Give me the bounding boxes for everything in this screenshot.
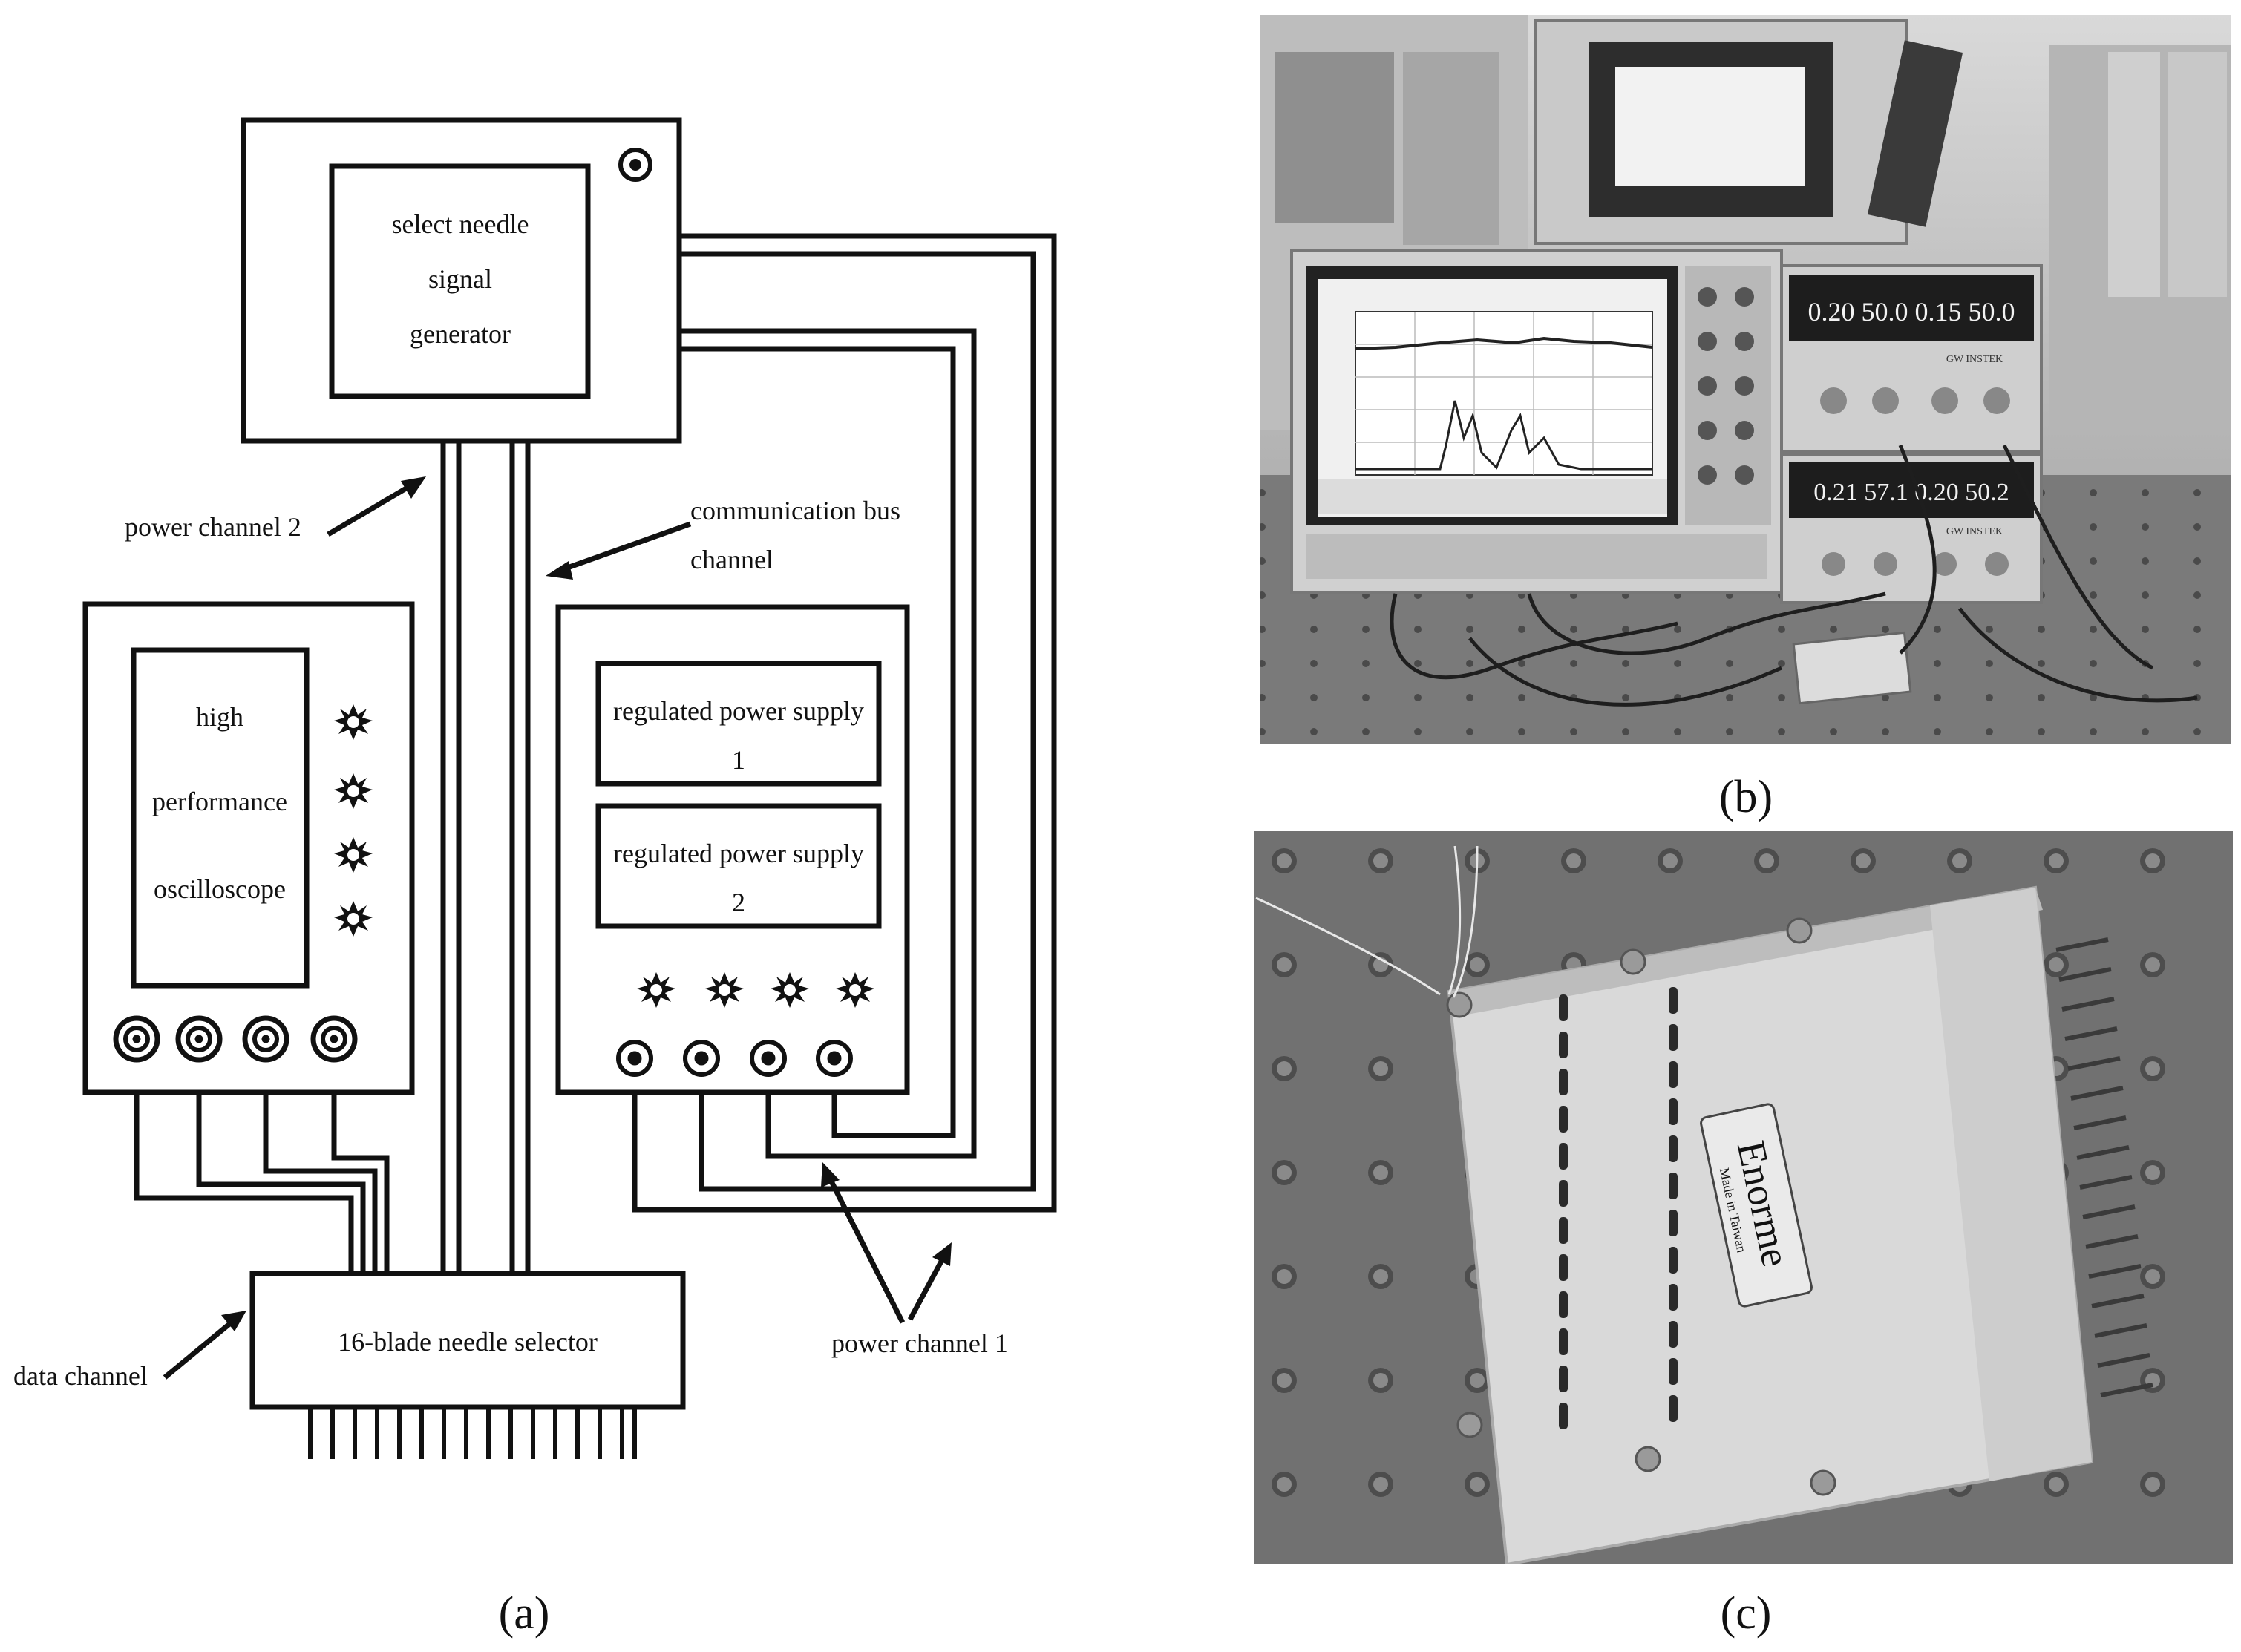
connector-icon (683, 1040, 720, 1077)
connector-icon (113, 1015, 160, 1063)
selector-pins (308, 1407, 637, 1459)
selector-box (249, 1271, 686, 1410)
oscilloscope-connectors (113, 1015, 358, 1063)
panel-label-a: (a) (499, 1588, 550, 1639)
psu-2-label-line1: regulated power supply (613, 839, 864, 868)
oscilloscope-photo (1290, 249, 1783, 594)
photo-b: 0.20 50.0 0.15 50.0 GW INSTEK 0.21 57.1 … (1260, 15, 2231, 744)
communication-bus-wires (440, 441, 531, 1274)
psu-connectors (616, 1040, 853, 1077)
data-channel-label: data channel (13, 1361, 148, 1391)
oscilloscope-label-line1: high (196, 702, 243, 732)
panel-label-b: (b) (1719, 772, 1773, 822)
connector-icon (310, 1015, 358, 1063)
generator-label-line2: signal (428, 264, 492, 294)
needle-selector-device: Enorme Made in Taiwan (1446, 885, 2153, 1564)
comm-bus-label-line1: communication bus (690, 496, 900, 525)
psu-display-1: 0.20 50.0 0.15 50.0 (1808, 297, 2015, 327)
connector-icon (816, 1040, 853, 1077)
psu-1-box (595, 661, 882, 787)
generator-label-line1: select needle (392, 209, 529, 239)
psu-brand-1: GW INSTEK (1946, 354, 2003, 365)
oscilloscope-label-line3: oscilloscope (154, 874, 286, 904)
diagram-panel (82, 117, 1057, 1459)
oscilloscope-screen-box (131, 647, 310, 989)
selector-label: 16-blade needle selector (338, 1327, 598, 1357)
connector-icon (616, 1040, 653, 1077)
psu-1-label-line1: regulated power supply (613, 696, 864, 726)
oscilloscope-label-line2: performance (152, 787, 287, 816)
generator-label-line3: generator (410, 319, 511, 349)
cables (1390, 444, 2198, 707)
panel-label-c: (c) (1721, 1588, 1772, 1639)
comm-bus-label-line2: channel (690, 545, 773, 574)
power-supply-photo-1: 0.20 50.0 0.15 50.0 GW INSTEK (1780, 264, 2043, 453)
psu-display-2: 0.21 57.1 0.20 50.2 (1813, 479, 2009, 506)
waveform-trace (1355, 400, 1652, 471)
device-wires (1255, 845, 1479, 998)
generator-connector-icon (618, 148, 652, 182)
connector-icon (750, 1040, 787, 1077)
generator-inner-box (329, 163, 591, 399)
psu-1-label-line2: 1 (732, 745, 745, 775)
selector-photo (1792, 631, 1912, 705)
connector-icon (175, 1015, 223, 1063)
psu-2-box (595, 803, 882, 929)
diagram-text: select needle signal generator high perf… (13, 209, 1008, 1391)
photo-c: Enorme Made in Taiwan (1254, 831, 2233, 1564)
connector-icon (242, 1015, 289, 1063)
psu-brand-2: GW INSTEK (1946, 526, 2003, 537)
oscilloscope-to-selector-wires (134, 1039, 390, 1274)
generator-to-psu-wires (632, 233, 1057, 1213)
touchscreen-controller (1534, 19, 1963, 245)
arrows (163, 476, 952, 1380)
power-channel-2-label: power channel 2 (125, 512, 301, 542)
psu-2-label-line2: 2 (732, 888, 745, 917)
power-channel-1-label: power channel 1 (831, 1328, 1008, 1358)
waveform-trace (1355, 336, 1653, 350)
